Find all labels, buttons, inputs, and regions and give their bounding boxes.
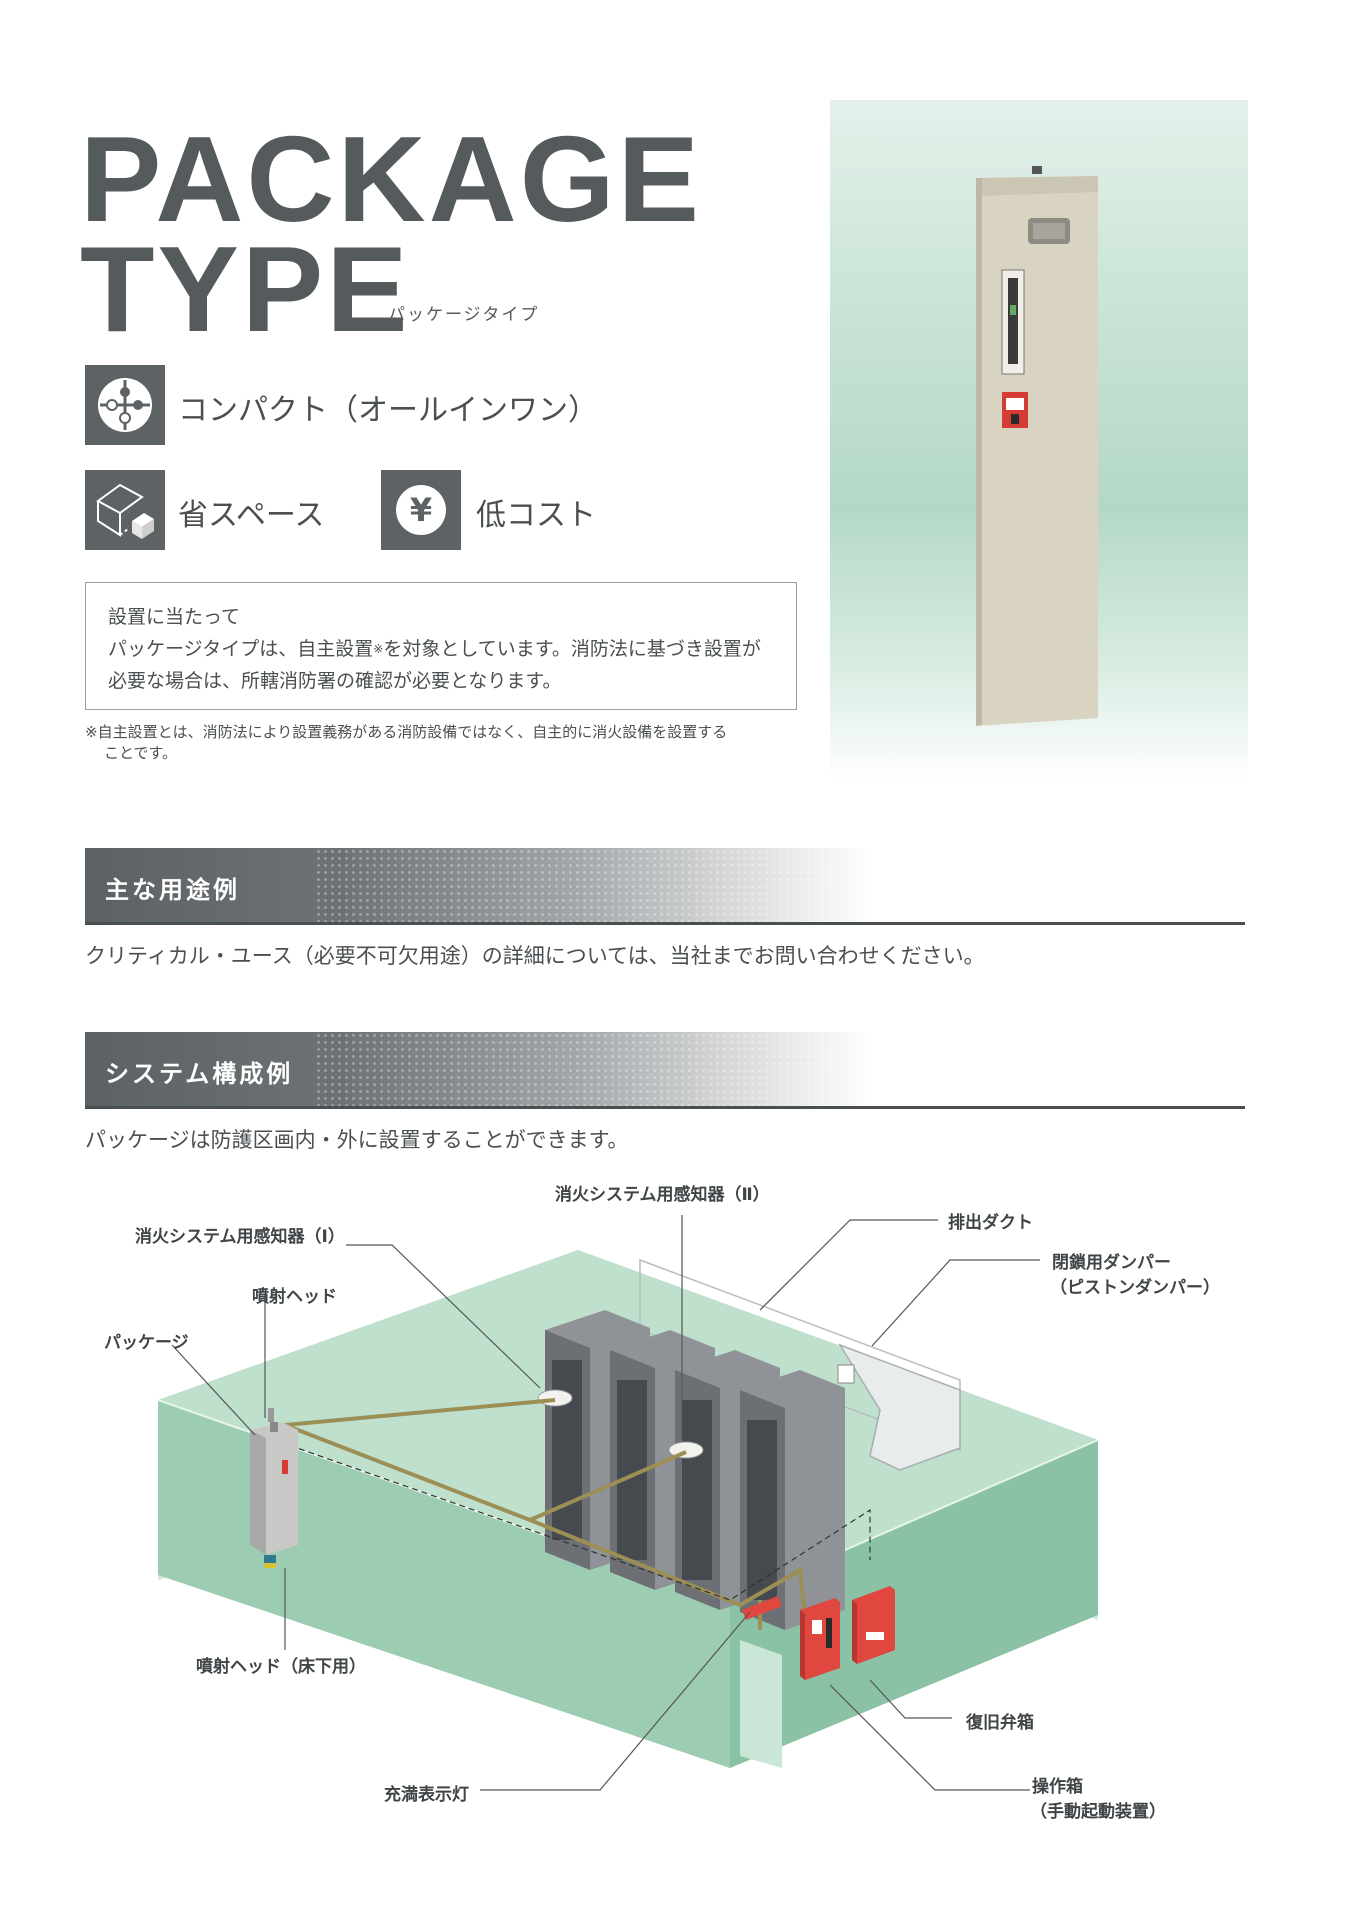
label-damper: 閉鎖用ダンパー （ピストンダンパー） (1050, 1253, 1220, 1298)
room-illustration (157, 1215, 1099, 1791)
label-reset-valve-box: 復旧弁箱 (966, 1713, 1034, 1733)
label-detector-2: 消火システム用感知器（Ⅱ） (555, 1185, 770, 1205)
feature-compact-label: コンパクト（オールインワン） (178, 393, 598, 428)
footnote-line-2: ことです。 (104, 744, 178, 762)
installation-note-line-1: パッケージタイプは、自主設置※を対象としています。消防法に基づき設置が (108, 638, 761, 660)
title-line-1: PACKAGE (80, 111, 703, 247)
label-control-box: 操作箱 （手動起動装置） (1030, 1777, 1166, 1822)
control-box (800, 1598, 840, 1680)
feature-cost-label: 低コスト (476, 498, 596, 533)
title-line-2: TYPE (80, 221, 411, 357)
label-discharge-lamp: 充満表示灯 (384, 1785, 469, 1805)
system-diagram: 消火システム用感知器（Ⅱ） 消火システム用感知器（Ⅰ） 排出ダクト 閉鎖用ダンパ… (0, 1160, 1358, 1840)
installation-note-line-2: 必要な場合は、所轄消防署の確認が必要となります。 (108, 670, 562, 692)
product-photo (830, 100, 1248, 780)
section-system-title: システム構成例 (105, 1060, 294, 1088)
yen-icon: ¥ (381, 470, 461, 550)
yen-glyph: ¥ (396, 485, 446, 535)
server-racks (545, 1310, 845, 1630)
section-uses-header: 主な用途例 (85, 848, 1245, 925)
section-system-header: システム構成例 (85, 1032, 1245, 1109)
package-unit-small (250, 1408, 298, 1568)
label-nozzle: 噴射ヘッド (252, 1287, 337, 1307)
label-exhaust-duct: 排出ダクト (948, 1213, 1033, 1233)
label-detector-1: 消火システム用感知器（Ⅰ） (135, 1227, 345, 1247)
section-uses-title: 主な用途例 (105, 876, 240, 904)
puzzle-icon (85, 365, 165, 445)
title-subtitle: パッケージタイプ (388, 305, 540, 325)
section-uses-text: クリティカル・ユース（必要不可欠用途）の詳細については、当社までお問い合わせくだ… (85, 944, 985, 968)
feature-space-label: 省スペース (178, 498, 325, 533)
package-unit-illustration (976, 166, 1098, 726)
discharge-lamp (742, 1596, 782, 1620)
reset-valve-box (852, 1586, 895, 1664)
label-nozzle-underfloor: 噴射ヘッド（床下用） (196, 1657, 366, 1677)
footnote-line-1: ※自主設置とは、消防法により設置義務がある消防設備ではなく、自主的に消火設備を設… (85, 723, 728, 741)
installation-note-heading: 設置に当たって (108, 606, 241, 628)
installation-note-box: 設置に当たって パッケージタイプは、自主設置※を対象としています。消防法に基づき… (85, 582, 797, 710)
footnote: ※自主設置とは、消防法により設置義務がある消防設備ではなく、自主的に消火設備を設… (85, 722, 815, 764)
section-system-text: パッケージは防護区画内・外に設置することができます。 (85, 1128, 629, 1152)
label-package: パッケージ (104, 1333, 189, 1353)
detector-1 (537, 1389, 573, 1407)
space-saving-icon (85, 470, 165, 550)
